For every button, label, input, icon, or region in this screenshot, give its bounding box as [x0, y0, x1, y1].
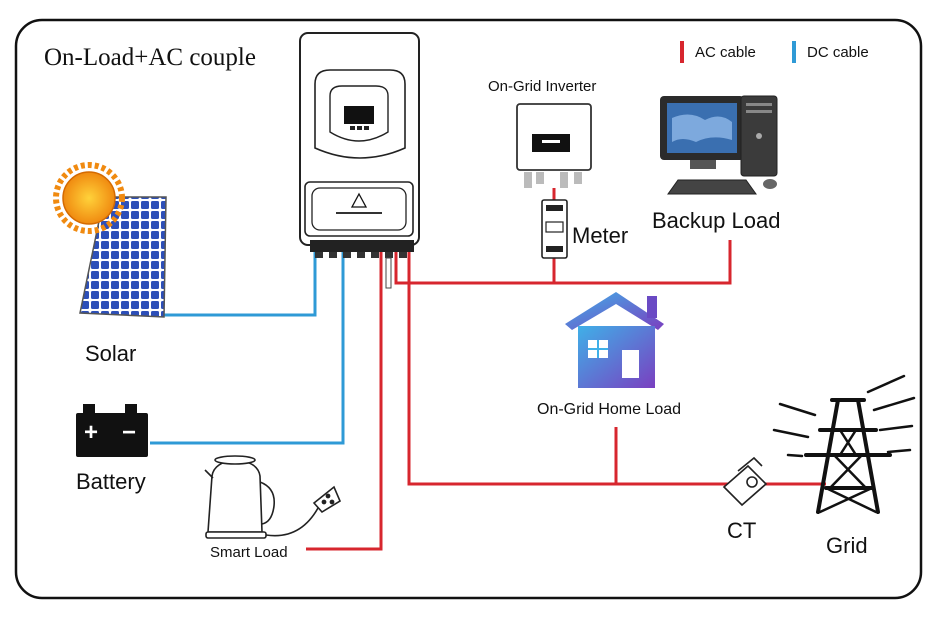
on-grid-inverter-label: On-Grid Inverter — [488, 78, 597, 95]
dc-cable-legend-swatch — [792, 41, 796, 63]
sun-icon — [53, 162, 125, 234]
ac-cables — [306, 188, 826, 551]
hybrid-inverter — [299, 32, 420, 289]
meter-icon — [541, 199, 568, 259]
diagram-title: On-Load+AC couple — [44, 44, 256, 71]
ct-clamp-icon — [722, 456, 768, 507]
power-tower-icon — [772, 374, 916, 514]
battery-plus-symbol: + — [84, 419, 99, 446]
solar-label: Solar — [85, 341, 137, 366]
meter-label: Meter — [572, 223, 629, 248]
dc-cable-battery — [150, 248, 345, 445]
ac-cable-legend-swatch — [680, 41, 684, 63]
home-load-label: On-Grid Home Load — [537, 401, 682, 418]
ac-cable-smart-load — [306, 250, 383, 551]
on-grid-inverter-icon — [516, 103, 592, 188]
battery-label: Battery — [76, 469, 146, 494]
dc-cable-legend-label: DC cable — [807, 44, 869, 61]
ct-label: CT — [727, 518, 757, 543]
battery-icon — [76, 404, 148, 457]
ac-cable-grid — [407, 252, 826, 486]
ac-cable-backup-load — [394, 240, 732, 285]
dc-cables — [150, 248, 345, 445]
dc-cable-solar — [150, 248, 317, 317]
battery-minus-symbol: − — [122, 419, 137, 446]
backup-load-label: Backup Load — [652, 208, 781, 233]
grid-label: Grid — [826, 533, 868, 558]
smart-load-label: Smart Load — [210, 544, 288, 561]
house-icon — [565, 292, 664, 388]
ac-cable-legend-label: AC cable — [695, 44, 756, 61]
kettle-icon — [204, 455, 342, 539]
computer-icon — [660, 95, 778, 195]
